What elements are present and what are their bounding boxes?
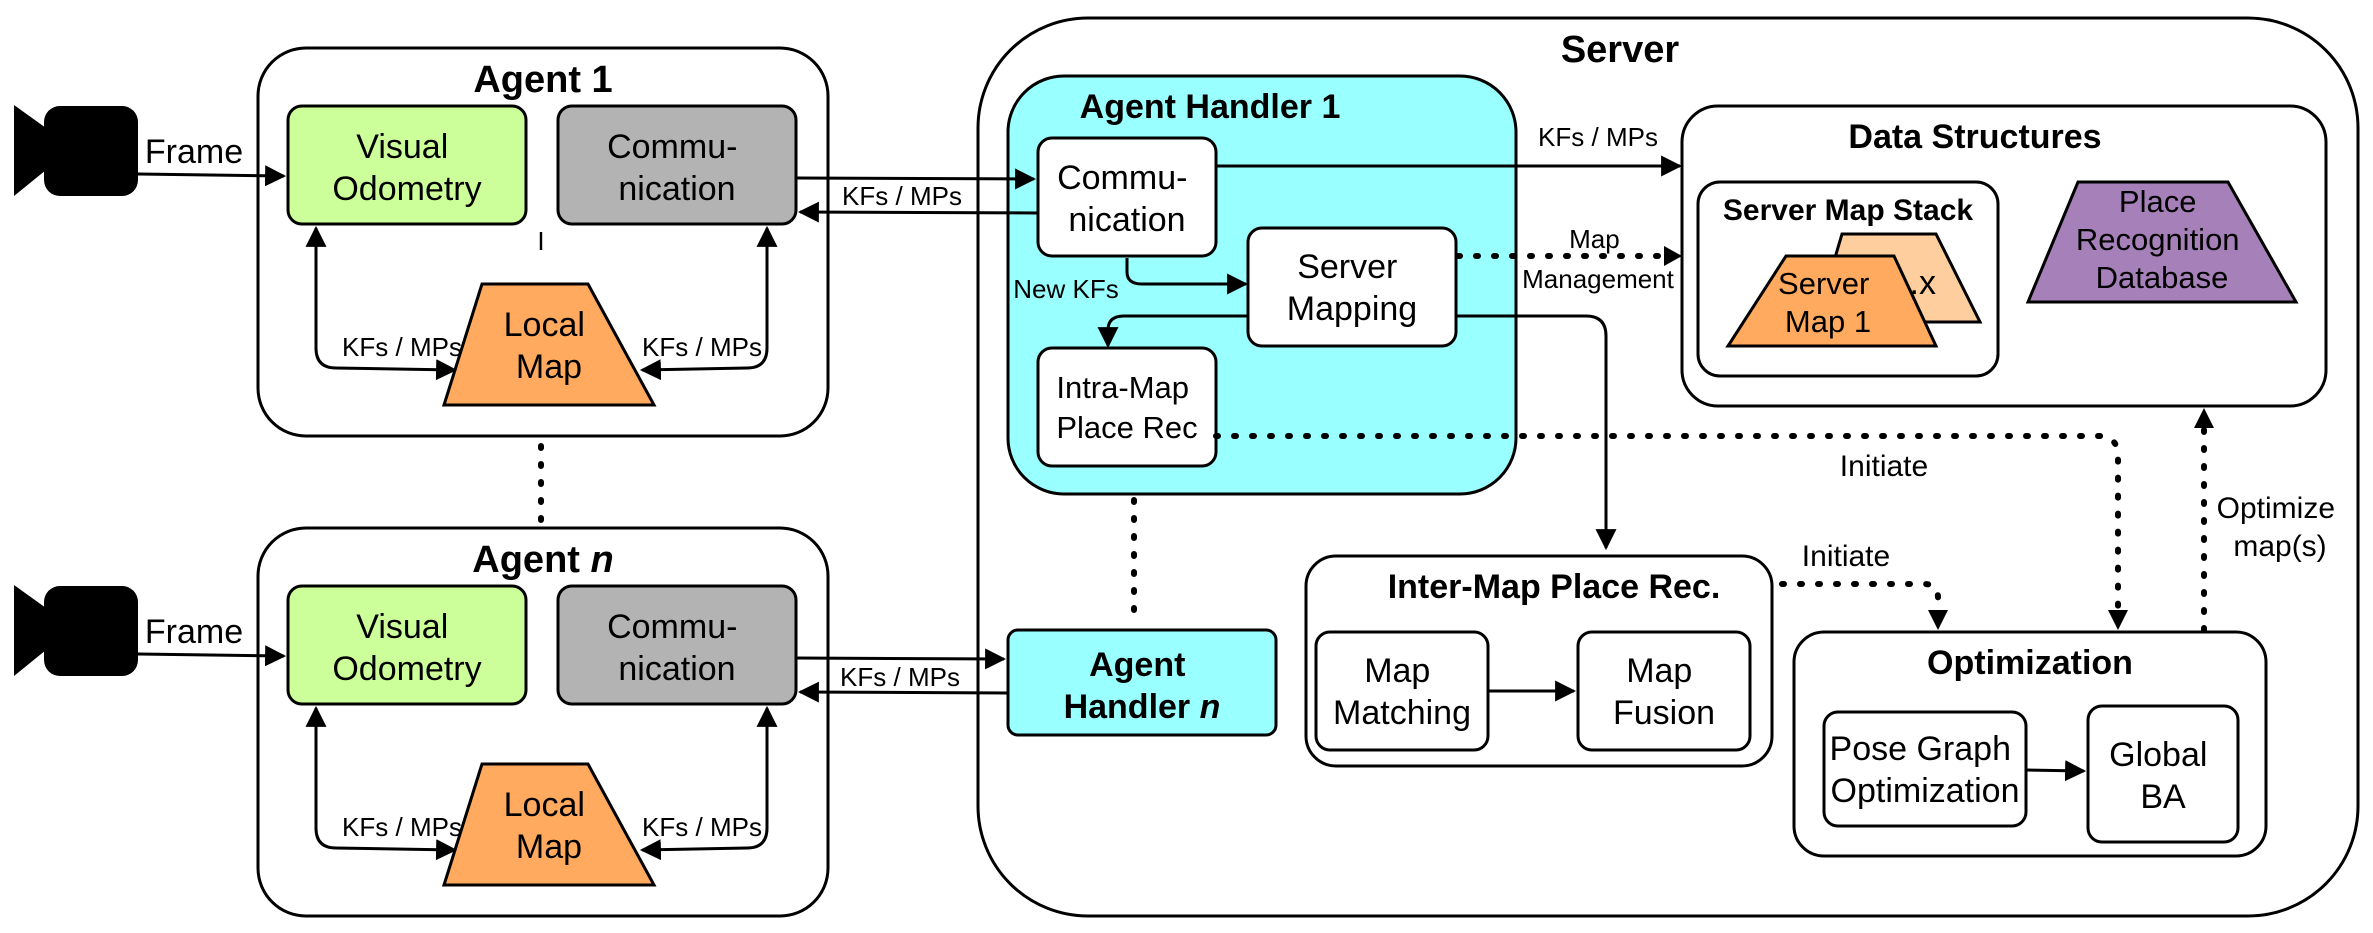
- frame-label: Frame: [145, 133, 243, 171]
- new-kfs-label: New KFs: [1013, 274, 1118, 304]
- mapping-to-intermap-edge: [1456, 314, 1617, 551]
- server-communication-label: Commu- nication: [1057, 159, 1197, 239]
- mapping-to-intra-edge: [1097, 314, 1248, 349]
- frame-edge: [137, 165, 287, 187]
- map-matching-label: Map Matching: [1333, 652, 1471, 732]
- intra-map-place-rec-box: [1036, 346, 1218, 468]
- server-mapping-label: Server Mapping: [1287, 248, 1417, 328]
- agent-handler-n-label: Agent Handler n: [1064, 646, 1221, 726]
- map-fusion-label: Map Fusion: [1613, 652, 1715, 732]
- server-to-agent1-edge: [797, 201, 1039, 223]
- frame-edge: [137, 645, 287, 667]
- visual-odometry-label: Visual Odometry: [332, 128, 481, 208]
- place-recognition-db-shape: [2025, 180, 2299, 304]
- communication-box: [556, 584, 798, 706]
- map-management-arrowhead: [1664, 246, 1682, 266]
- local-map-label: Local Map: [504, 306, 595, 386]
- initiate-label: Initiate: [1802, 540, 1890, 573]
- server-to-agentn-edge: [797, 681, 1009, 703]
- server-map-stack-title: Server Map Stack: [1723, 194, 1973, 227]
- intra-map-place-rec-label: Intra-Map Place Rec: [1056, 370, 1197, 445]
- initiate-intra-arrowhead: [2108, 610, 2128, 630]
- camera-icon: [14, 105, 138, 196]
- agent-1-group: Agent 1 Visual Odometry Commu- nication …: [256, 46, 830, 438]
- kfs-mps-label: KFs / MPs: [342, 812, 462, 842]
- map-management-label: Map Management: [1522, 224, 1675, 294]
- place-recognition-db-label: Place Recognition Database: [2076, 184, 2248, 295]
- server-communication-box: [1036, 136, 1218, 258]
- agent-n-group: Agent n Visual Odometry Commu- nication …: [256, 526, 830, 918]
- visual-odometry-box: [286, 104, 528, 226]
- inter-map-place-rec-title: Inter-Map Place Rec.: [1388, 568, 1721, 606]
- pose-graph-optimization-box: [1822, 710, 2028, 828]
- kfs-mps-label: KFs / MPs: [642, 332, 762, 362]
- pose-graph-optimization-label: Pose Graph Optimization: [1830, 730, 2021, 810]
- comm-localmap-edge: [639, 705, 778, 861]
- server-map-1-shape: [1725, 254, 1939, 348]
- agent-handler-1-title: Agent Handler 1: [1080, 88, 1341, 126]
- global-ba-box: [2086, 704, 2240, 844]
- kfs-mps-label: KFs / MPs: [642, 812, 762, 842]
- posegraph-to-ba-edge: [2025, 760, 2087, 782]
- agent-n-title: Agent n: [472, 539, 613, 581]
- agentn-to-server-edge: [795, 648, 1007, 670]
- camera-icon: [14, 585, 138, 676]
- optimize-maps-arrowhead: [2194, 408, 2214, 428]
- map-matching-box: [1314, 630, 1490, 752]
- communication-label: Commu- nication: [607, 608, 747, 688]
- kfs-mps-label: KFs / MPs: [842, 181, 962, 211]
- agent-handler-n-box: [1006, 628, 1278, 737]
- data-structures-title: Data Structures: [1848, 118, 2101, 156]
- vo-localmap-edge: [305, 225, 458, 381]
- kfs-mps-label: KFs / MPs: [1538, 122, 1658, 152]
- server-mapping-box: [1246, 226, 1458, 348]
- visual-odometry-label: Visual Odometry: [332, 608, 481, 688]
- communication-box: [556, 104, 798, 226]
- server-map-1-label: Server Map 1: [1778, 266, 1878, 339]
- vo-localmap-edge: [305, 705, 458, 861]
- communication-label: Commu- nication: [607, 128, 747, 208]
- visual-odometry-box: [286, 584, 528, 706]
- initiate-inter-dotted-edge: [1779, 581, 1941, 611]
- local-map-label: Local Map: [504, 786, 595, 866]
- initiate-intra-dotted-edge: [1213, 433, 2121, 611]
- comm-localmap-edge: [639, 225, 778, 381]
- kfs-mps-label: KFs / MPs: [342, 332, 462, 362]
- agent1-to-server-edge: [795, 168, 1037, 190]
- server-title: Server: [1561, 29, 1680, 71]
- initiate-label: Initiate: [1840, 450, 1928, 483]
- map-fusion-box: [1576, 630, 1752, 752]
- initiate-inter-arrowhead: [1928, 610, 1948, 630]
- kfs-mps-label: KFs / MPs: [840, 662, 960, 692]
- agent-1-title: Agent 1: [473, 59, 612, 101]
- optimize-maps-label: Optimize map(s): [2217, 492, 2344, 563]
- communication-mark: I: [537, 226, 544, 256]
- comm-to-mapping-edge: [1125, 258, 1249, 295]
- global-ba-label: Global BA: [2109, 736, 2217, 816]
- optimization-title: Optimization: [1927, 644, 2133, 682]
- frame-label: Frame: [145, 613, 243, 651]
